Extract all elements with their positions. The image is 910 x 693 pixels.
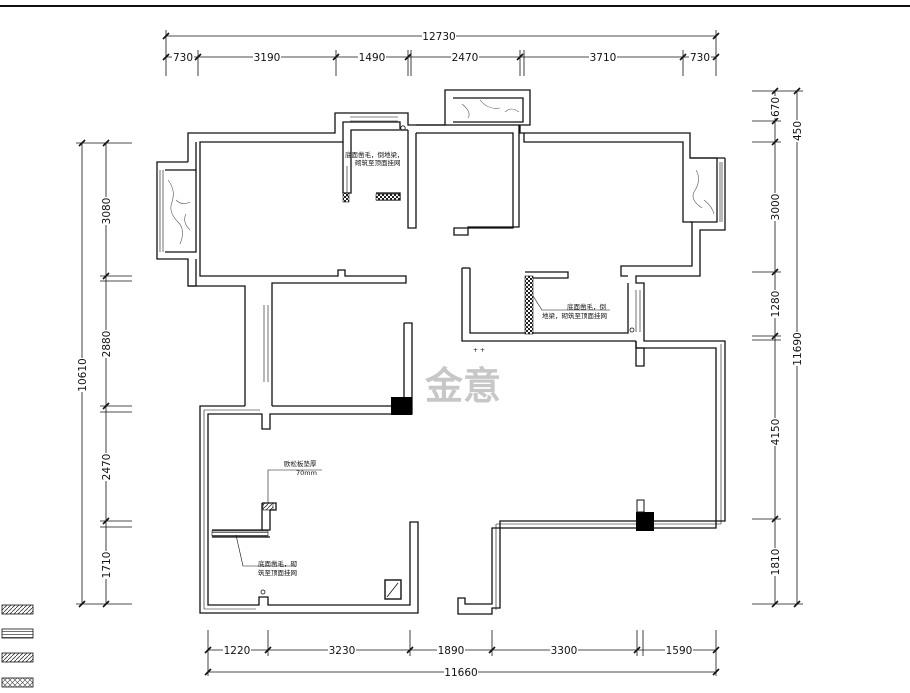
toilet-fixture-line: [386, 582, 399, 598]
right-dimension-6: 1810: [770, 549, 782, 576]
right-dimension-4: 1280: [770, 291, 782, 318]
column-left: [391, 397, 412, 415]
legend-swatch-1: [1, 604, 34, 615]
right-dimension-1: 670: [770, 97, 782, 117]
right-dimension-3: 3000: [770, 194, 782, 221]
kitchen-note-line1: 底面凿毛，倒: [567, 302, 606, 311]
top-dimension-2: 3190: [254, 52, 281, 64]
bath1-note-line1: 底面凿毛，倒地梁，: [345, 150, 404, 159]
top-dimension-4: 2470: [452, 52, 479, 64]
bottom-dimension-labels: 1220 3230 1890 3300 1590 11660: [223, 644, 693, 679]
foam-board-patch: [262, 502, 274, 511]
top-dimension-1: 730: [173, 52, 193, 64]
bath2-note-line2: 筑至顶面挂网: [258, 568, 297, 577]
drain-circle-kitchen: [629, 327, 635, 333]
bath2-note-line1: 底面凿毛，砌: [258, 559, 298, 568]
right-dimension-labels: 670 450 3000 1280 4150 1810 11690: [769, 96, 804, 576]
bath1-brick-wall: [375, 193, 401, 201]
plus-marks: + +: [473, 347, 485, 354]
bottom-dimension-5: 1590: [666, 645, 693, 657]
legend-swatch-2: [1, 628, 34, 639]
top-dimension-5: 3710: [590, 52, 617, 64]
left-dimension-labels: 10610 3080 2880 2470 1710: [76, 197, 113, 579]
annotation-leaders: [235, 166, 610, 567]
bath1-small-wall: [342, 192, 350, 203]
window-sills: [167, 99, 715, 245]
top-total-dimension: 12730: [422, 31, 455, 43]
left-dimension-4: 1710: [101, 552, 113, 579]
drain-circle-bath1: [400, 125, 406, 131]
windows: [159, 116, 723, 610]
left-total-dimension: 10610: [77, 358, 89, 391]
bath2-brick-wall: [211, 530, 269, 537]
toilet-fixture: [384, 579, 402, 600]
top-dimension-3: 1490: [359, 52, 386, 64]
foam-note-line1: 欧松板垫厚: [284, 459, 317, 468]
right-total-dimension: 11690: [792, 332, 804, 365]
right-dimension-2: 450: [792, 121, 804, 141]
bottom-dimension-4: 3300: [551, 645, 578, 657]
kitchen-note-line2: 地梁，砌筑至顶面挂网: [542, 311, 607, 320]
left-dimension-1: 3080: [101, 198, 113, 225]
bottom-dimension-3: 1890: [438, 645, 465, 657]
kitchen-brick-wall: [524, 275, 534, 335]
top-dimension-labels: 12730 730 3190 1490 2470 3710 730: [172, 30, 711, 64]
left-dimension-2: 2880: [101, 331, 113, 358]
foam-note-line2: 70mm: [296, 469, 317, 477]
bottom-dimension-1: 1220: [224, 645, 251, 657]
left-dimension-3: 2470: [101, 454, 113, 481]
bottom-total-dimension: 11660: [444, 667, 477, 679]
legend-swatches: [1, 604, 34, 688]
legend-swatch-4: [1, 677, 34, 688]
top-dimension-6: 730: [690, 52, 710, 64]
legend-swatch-3: [1, 652, 34, 663]
bottom-dimension-2: 3230: [329, 645, 356, 657]
column-right-small: [636, 499, 645, 513]
drain-circle-bath2: [260, 589, 266, 595]
column-right: [636, 512, 654, 531]
bath1-note-line2: 砌筑至顶面挂网: [355, 158, 401, 167]
right-dimension-5: 4150: [770, 419, 782, 446]
watermark-logo: 金意: [424, 363, 501, 408]
